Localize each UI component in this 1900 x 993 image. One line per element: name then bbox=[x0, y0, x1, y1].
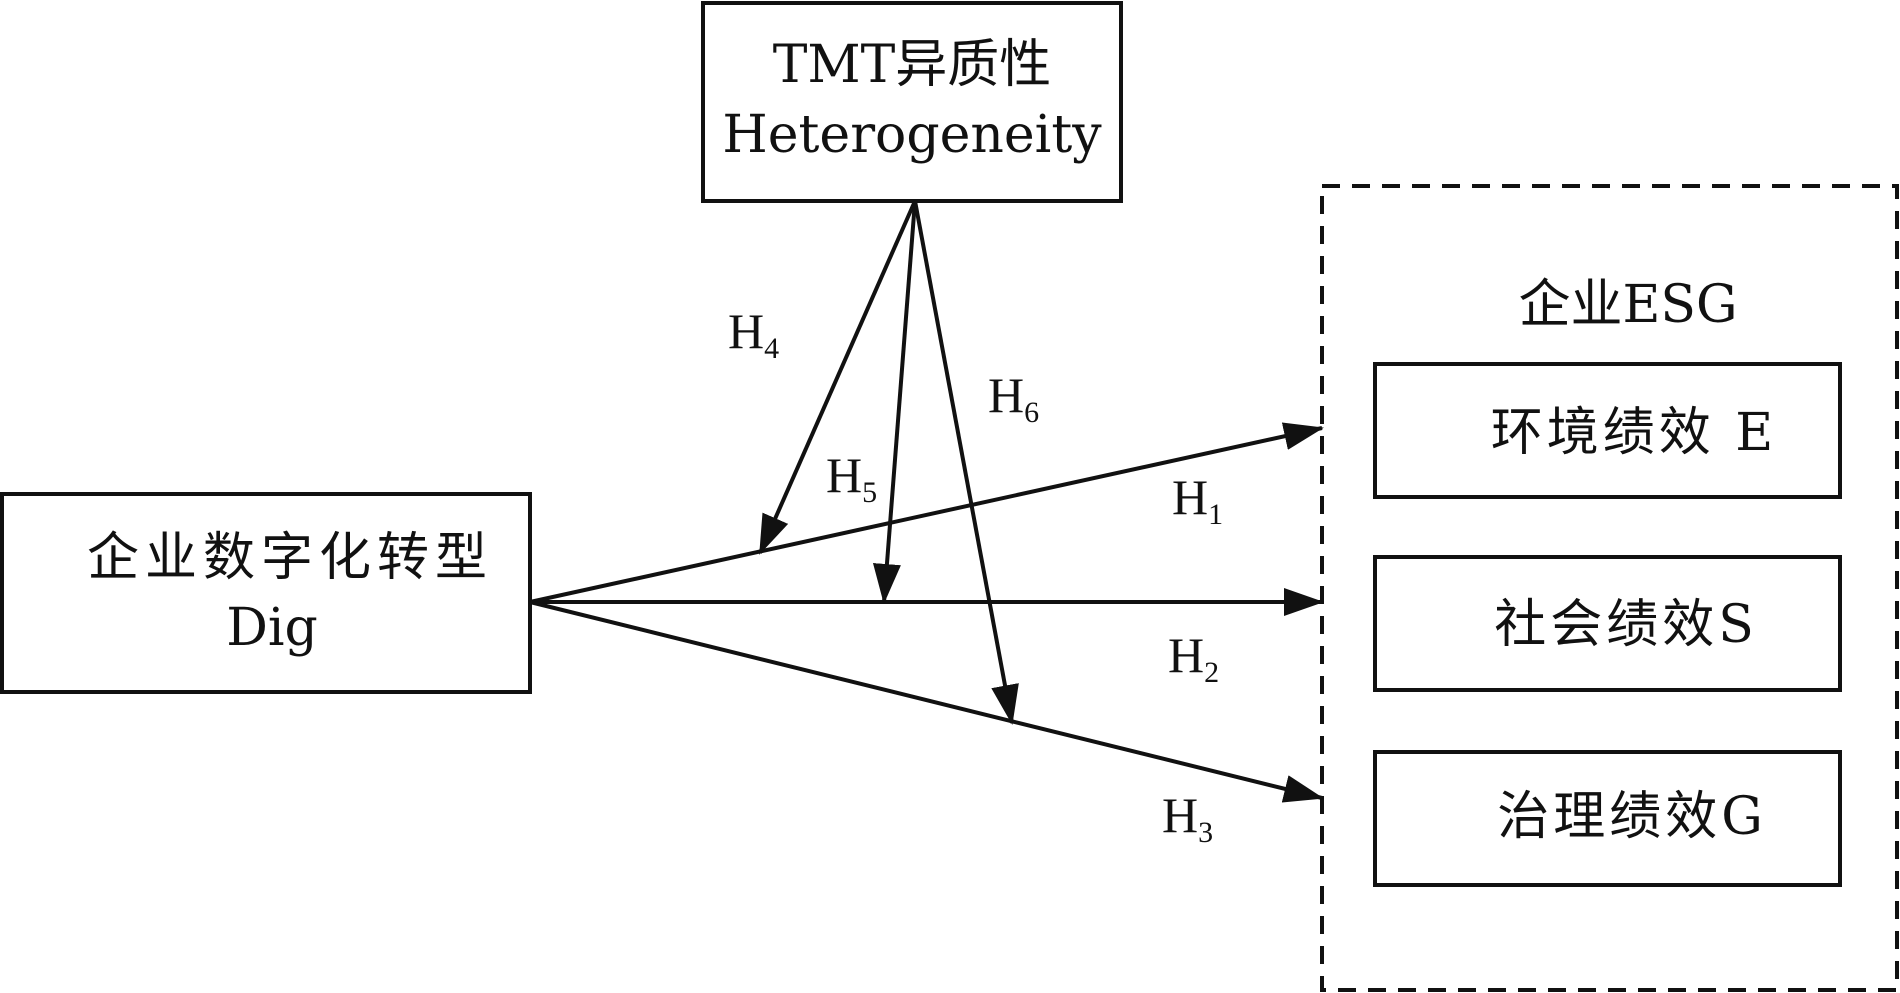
moderator-box: TMT异质性 Heterogeneity bbox=[701, 1, 1123, 203]
esg-group-title: 企业ESG bbox=[1518, 275, 1737, 335]
h5-moderating-arrow bbox=[872, 200, 917, 604]
h6-moderating-arrow bbox=[913, 200, 1019, 725]
hypothesis-label-h1: H1 bbox=[1172, 469, 1223, 531]
hypothesis-label-h2: H2 bbox=[1168, 627, 1219, 689]
environmental-performance-label: 环境绩效 E bbox=[1491, 403, 1778, 463]
independent-label-cn: 企业数字化转型 bbox=[87, 528, 493, 588]
governance-performance-label: 治理绩效G bbox=[1497, 787, 1767, 847]
moderator-label-cn: TMT异质性 bbox=[773, 35, 1052, 95]
moderator-label-en: Heterogeneity bbox=[722, 105, 1102, 165]
h3-arrow bbox=[529, 600, 1324, 803]
esg-outcome-group: 企业ESG 环境绩效 E 社会绩效S 治理绩效G bbox=[1320, 184, 1899, 992]
social-performance-label: 社会绩效S bbox=[1494, 595, 1758, 655]
hypothesis-label-h5: H5 bbox=[826, 447, 877, 509]
environmental-performance-box: 环境绩效 E bbox=[1373, 362, 1842, 499]
hypothesis-label-h4: H4 bbox=[728, 303, 779, 365]
social-performance-box: 社会绩效S bbox=[1373, 555, 1842, 692]
governance-performance-box: 治理绩效G bbox=[1373, 750, 1842, 887]
hypothesis-label-h6: H6 bbox=[988, 367, 1039, 429]
independent-label-en: Dig bbox=[226, 598, 318, 658]
independent-variable-box: 企业数字化转型 Dig bbox=[0, 492, 532, 694]
h4-moderating-arrow bbox=[758, 200, 917, 555]
hypothesis-label-h3: H3 bbox=[1162, 787, 1213, 849]
h1-arrow bbox=[529, 422, 1324, 604]
